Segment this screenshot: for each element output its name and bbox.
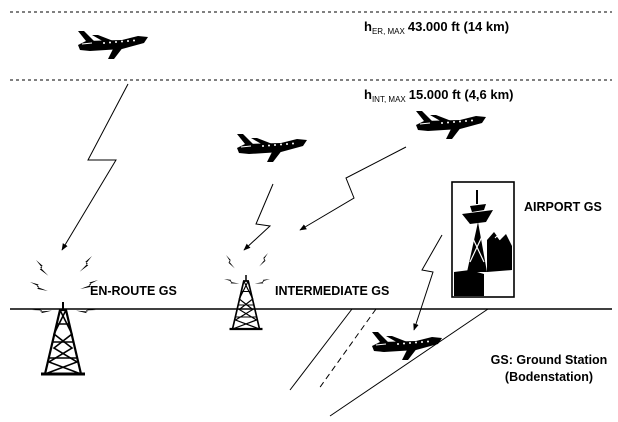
intermediate-gs-label: INTERMEDIATE GS <box>275 284 389 298</box>
airplane-icon <box>78 31 148 59</box>
lightning-link-icon <box>244 184 273 250</box>
airport-gs-label: AIRPORT GS <box>524 200 602 214</box>
legend-line-1: GS: Ground Station <box>484 352 614 369</box>
enroute-gs-label: EN-ROUTE GS <box>90 284 177 298</box>
airplane-icon <box>372 332 442 360</box>
lightning-link-icon <box>62 84 128 250</box>
lightning-link-icon <box>300 147 406 230</box>
runway <box>290 309 488 416</box>
airplane-icon <box>416 111 486 139</box>
legend-line-2: (Bodenstation) <box>484 369 614 386</box>
altitude-value: 43.000 ft (14 km) <box>408 19 509 34</box>
radio-tower-icon <box>41 302 85 374</box>
altitude-symbol: h <box>364 87 372 102</box>
intermediate-tower <box>223 253 272 329</box>
lightning-link-icon <box>414 235 442 330</box>
airplane-icon <box>237 134 307 162</box>
enroute-tower <box>30 256 98 374</box>
altitude-symbol: h <box>364 19 372 34</box>
altitude-subscript: ER, MAX <box>372 27 405 36</box>
altitude-subscript: INT, MAX <box>372 95 406 104</box>
airport-gs-picture <box>452 182 514 297</box>
legend: GS: Ground Station (Bodenstation) <box>484 352 614 386</box>
altitude-value: 15.000 ft (4,6 km) <box>409 87 514 102</box>
